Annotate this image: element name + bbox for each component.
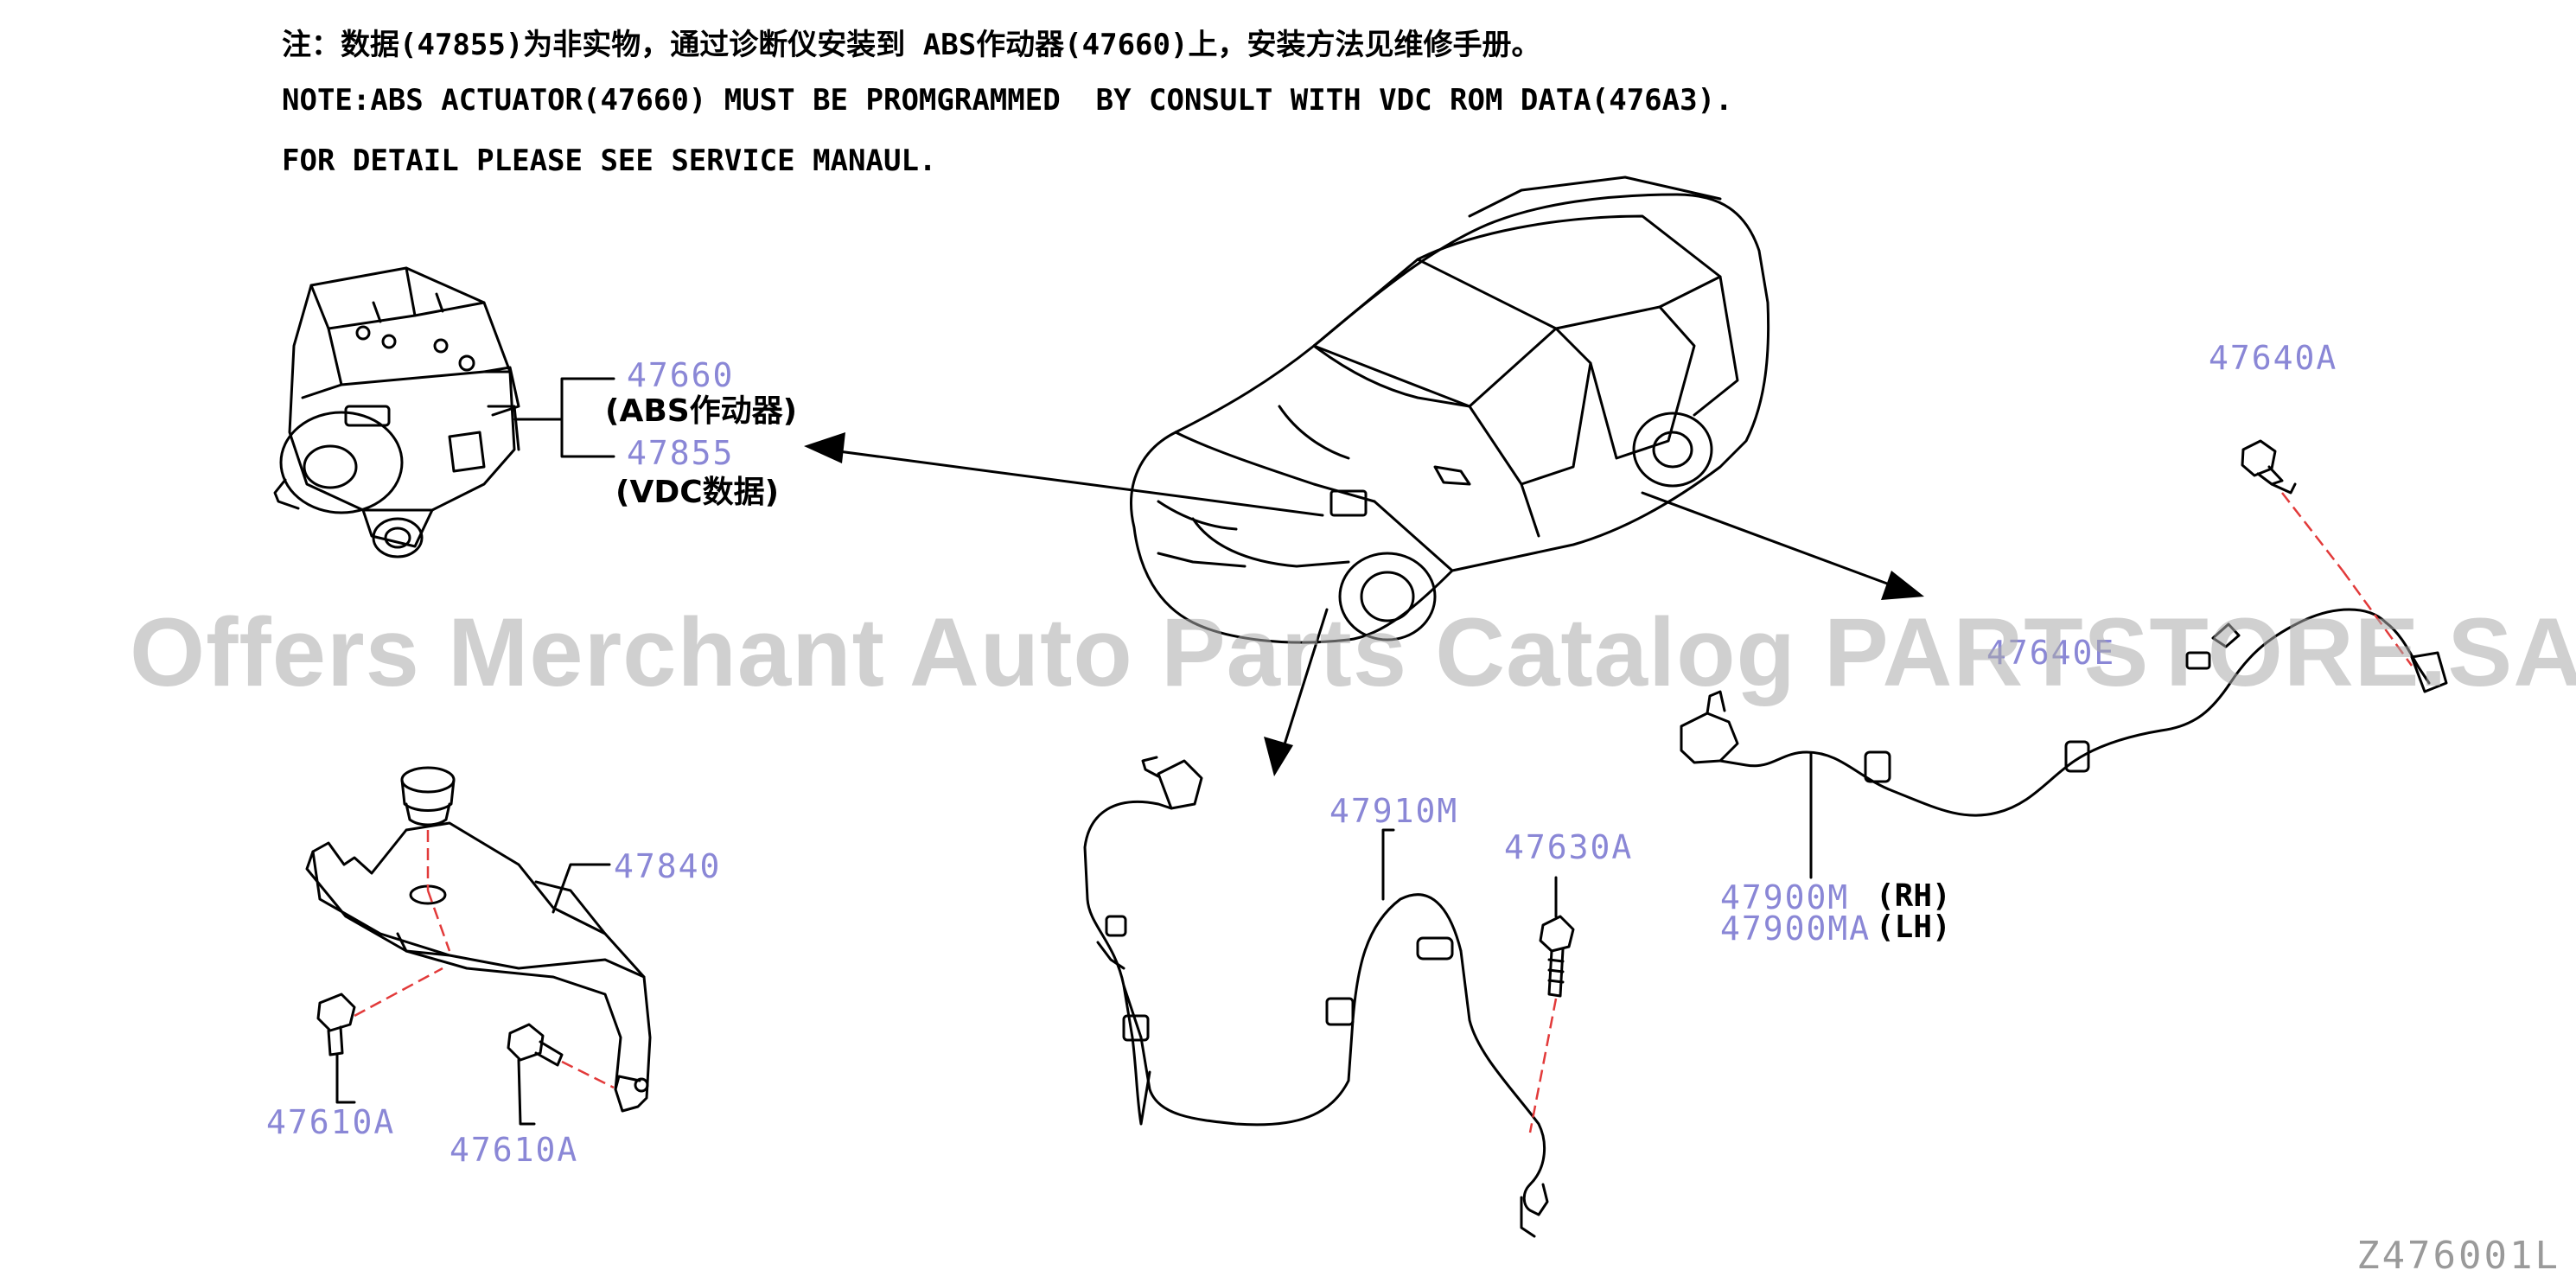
actuator-caption: (ABS作动器) (605, 393, 798, 429)
rear-sensor-drawing (1680, 608, 2448, 817)
part-number-rear-sensor-rh[interactable]: 47900M (1720, 878, 1850, 916)
lh-label: (LH) (1876, 910, 1951, 945)
part-number-bolt-left[interactable]: 47610A (266, 1103, 396, 1141)
rh-label: (RH) (1876, 878, 1951, 914)
part-number-rear-bolt[interactable]: 47640A (2209, 339, 2338, 377)
note-chinese: 注：数据(47855)为非实物，通过诊断仪安装到 ABS作动器(47660)上，… (282, 28, 1541, 62)
note-english: NOTE:ABS ACTUATOR(47660) MUST BE PROMGRA… (282, 83, 1733, 118)
diagram-reference: Z476001L (2356, 1234, 2560, 1278)
part-number-bracket[interactable]: 47840 (614, 847, 722, 885)
front-sensor-drawing (1083, 756, 1549, 1238)
part-number-front-sensor[interactable]: 47910M (1329, 792, 1459, 830)
part-number-bolt-right[interactable]: 47610A (450, 1131, 579, 1169)
bolt-right-drawing (507, 1023, 564, 1067)
part-number-rear-clip[interactable]: 47640E (1986, 634, 2116, 672)
part-number-front-bolt[interactable]: 47630A (1504, 828, 1634, 866)
bolt-left-drawing (316, 993, 356, 1056)
vdc-caption: (VDC数据) (615, 475, 780, 510)
watermark: Offers Merchant Auto Parts Catalog PARTS… (130, 598, 2576, 706)
car-drawing (1130, 176, 1770, 644)
bracket-drawing (305, 821, 652, 1113)
note-detail: FOR DETAIL PLEASE SEE SERVICE MANAUL. (282, 144, 937, 178)
abs-actuator-drawing (273, 266, 520, 559)
part-number-rear-sensor-lh[interactable]: 47900MA (1720, 910, 1871, 948)
part-number-vdc-data[interactable]: 47855 (627, 434, 735, 472)
part-number-actuator[interactable]: 47660 (627, 356, 735, 394)
front-bolt-drawing (1539, 915, 1575, 998)
rear-bolt-drawing (2241, 439, 2297, 495)
grommet-drawing (400, 766, 456, 827)
